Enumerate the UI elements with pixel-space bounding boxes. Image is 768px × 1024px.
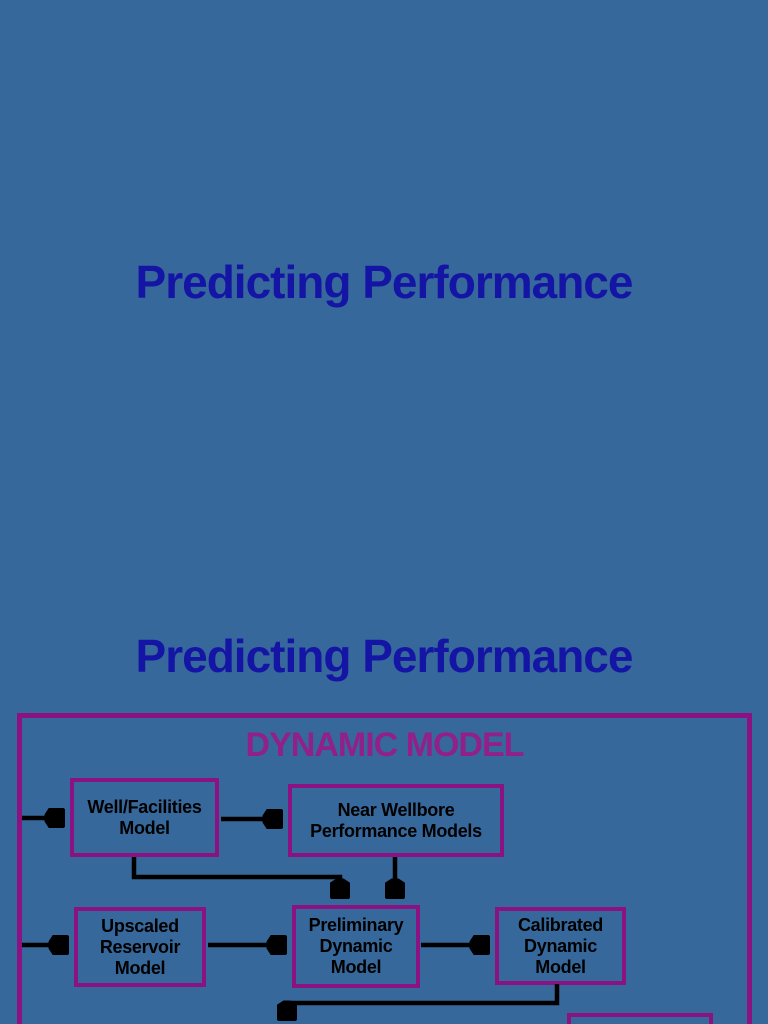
- box-label-line: Upscaled: [101, 915, 179, 936]
- dynamic-model-frame: DYNAMIC MODEL: [17, 713, 752, 1024]
- box-label-line: Dynamic: [319, 936, 393, 956]
- flowchart-box-calibrated-dynamic-model: Calibrated Dynamic Model: [495, 907, 626, 985]
- flowchart-box-near-wellbore-performance-models: Near Wellbore Performance Models: [288, 784, 504, 857]
- box-label-line: Calibrated: [517, 914, 604, 935]
- flowchart-box-cutoff: [567, 1013, 713, 1024]
- flowchart-box-well-facilities-model: Well/Facilities Model: [70, 778, 219, 857]
- flowchart-box-preliminary-dynamic-model: Preliminary Dynamic Model: [292, 905, 420, 988]
- box-label-line: Model: [114, 957, 166, 978]
- box-label-line: Model: [119, 817, 170, 838]
- slide1-title: Predicting Performance: [135, 256, 634, 308]
- box-label-line: Model: [330, 957, 382, 977]
- box-label-line: Dynamic: [524, 935, 597, 956]
- box-label-line: Preliminary: [308, 915, 404, 935]
- diagram-title: DYNAMIC MODEL: [245, 726, 525, 764]
- box-label-line: Model: [535, 956, 586, 977]
- box-label-line: Near Wellbore: [337, 799, 455, 820]
- slide2-title: Predicting Performance: [135, 630, 634, 682]
- box-label-line: Well/Facilities: [87, 796, 202, 817]
- box-label-line: Reservoir: [99, 936, 181, 957]
- box-label-line: Performance Models: [310, 820, 482, 841]
- flowchart-box-upscaled-reservoir-model: Upscaled Reservoir Model: [74, 907, 206, 987]
